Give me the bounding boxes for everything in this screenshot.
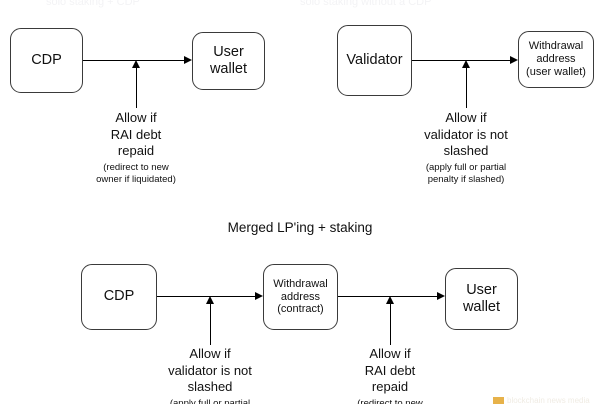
condition-arrowhead-top-left <box>131 60 140 68</box>
condition-stem-top-left <box>136 68 137 108</box>
condition-label-bottom-right: Allow if RAI debt repaid <box>364 346 416 395</box>
node-user-wallet-top-left-label: User wallet <box>209 43 248 77</box>
node-user-wallet-bottom-label: User wallet <box>462 281 501 315</box>
condition-stem-bottom-right <box>390 304 391 345</box>
node-cdp-top-left-label: CDP <box>31 51 62 68</box>
condition-sublabel-top-right: (apply full or partial penalty if slashe… <box>425 162 507 186</box>
node-validator[interactable]: Validator <box>337 25 412 96</box>
condition-stem-bottom-left <box>210 304 211 345</box>
watermark: blockchain news media <box>493 396 600 404</box>
node-cdp-bottom[interactable]: CDP <box>81 264 157 330</box>
node-withdrawal-address-contract-label: Withdrawal address (contract) <box>273 277 328 316</box>
arrowhead-validator-to-withdrawal <box>510 56 518 64</box>
watermark-logo-icon <box>493 397 504 404</box>
node-withdrawal-address-user-wallet[interactable]: Withdrawal address (user wallet) <box>518 31 594 88</box>
condition-label-top-right: Allow if validator is not slashed <box>424 110 508 159</box>
arrowhead-cdp-to-withdrawal-contract <box>255 292 263 300</box>
node-user-wallet-bottom[interactable]: User wallet <box>445 268 518 330</box>
top-clipped-text-left: solo staking + CDP <box>46 0 140 8</box>
node-cdp-bottom-label: CDP <box>103 288 135 305</box>
condition-label-top-left: Allow if RAI debt repaid <box>110 110 162 159</box>
node-withdrawal-address-user-wallet-label: Withdrawal address (user wallet) <box>526 40 586 78</box>
condition-sublabel-bottom-right: (redirect to new <box>357 398 423 404</box>
condition-sublabel-bottom-left: (apply full or partial <box>169 398 251 404</box>
condition-arrowhead-top-right <box>461 60 470 68</box>
condition-stem-top-right <box>466 68 467 108</box>
condition-arrowhead-bottom-right <box>385 296 394 304</box>
arrowhead-withdrawal-to-user-wallet <box>437 292 445 300</box>
node-user-wallet-top-left[interactable]: User wallet <box>192 32 265 90</box>
node-validator-label: Validator <box>346 51 403 68</box>
top-clipped-text-right: solo staking without a CDP <box>300 0 432 8</box>
page-title: Merged LP'ing + staking <box>227 220 373 235</box>
node-withdrawal-address-contract[interactable]: Withdrawal address (contract) <box>263 264 338 330</box>
condition-sublabel-top-left: (redirect to new owner if liquidated) <box>96 162 176 186</box>
condition-label-bottom-left: Allow if validator is not slashed <box>168 346 252 395</box>
condition-arrowhead-bottom-left <box>205 296 214 304</box>
node-cdp-top-left[interactable]: CDP <box>10 28 83 93</box>
watermark-label: blockchain news media <box>507 396 590 404</box>
arrowhead-cdp-to-userwallet <box>184 56 192 64</box>
